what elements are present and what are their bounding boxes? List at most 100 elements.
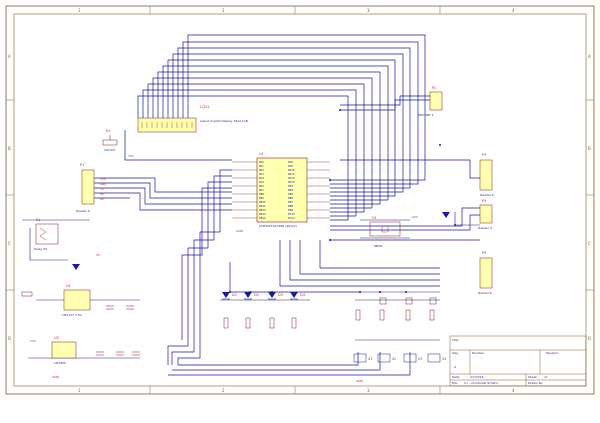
reg2-body [51,341,77,359]
mcu-pin-r10: PB7 [288,200,293,204]
pot-ref: R1 [106,129,111,133]
mcu-pin-l9: PB1 [259,196,264,200]
mcu-pin-l10: PB10 [259,200,266,204]
header-left: P1 Header 5 3V3 GND TX RX 5V [76,163,106,213]
led-1-ref: D1 [232,293,237,297]
potentiometer: R1 10k Pot [102,129,118,152]
mcu-pin-l1: PA1 [259,164,264,168]
file-label: File: [452,381,458,385]
switch-4-ref: S4 [442,357,447,361]
title-block [449,335,587,387]
mcu-pin-l6: PA6 [259,184,264,188]
mcu-pin-r14: PC14 [288,216,295,220]
row-label-d: D [8,336,11,341]
header-r3-ref: P5 [482,251,486,255]
date-value: 2/7/2016 [470,375,484,379]
mcu-pin-r13: PC13 [288,212,295,216]
revision-label: Revision [546,351,559,355]
led-status [72,264,80,270]
mcu-ref: U1 [259,152,264,156]
reg1-body [63,289,91,311]
header-r2-ref: P4 [482,199,487,203]
col-label-2b: 2 [222,388,225,393]
col-label-2: 2 [222,8,225,13]
col-label-4b: 4 [512,388,515,393]
mcu-pin-l14: PB14 [259,216,266,220]
row-label-c-r: C [588,241,591,246]
net-label-5v: 5V [96,253,101,257]
header-left-pin-3: TX [99,187,104,191]
header-r2-part: Header 4 [478,226,492,230]
col-label-3: 3 [367,8,370,13]
mcu-pins-left: PA0 PA1 PA2 PA3 PA4 PA5 PA6 PA7 PB0 PB1 … [259,160,266,220]
mcu-pin-r0: PA8 [288,160,293,164]
row-label-d-r: D [588,336,591,341]
relay-body [35,223,59,245]
mcu-pin-r12: PB9 [288,208,293,212]
header-r3-part: Header 6 [478,291,492,295]
switch-4: S4 [427,353,447,363]
mcu-pin-l2: PA2 [259,168,264,172]
switch-2-ref: S2 [392,357,396,361]
header-r1-part: Header 6 [480,193,494,197]
led-2: D2 [244,292,259,300]
reg2-ref: U3 [54,336,59,340]
file-value: C:\...\Controller.SchDoc [464,381,499,385]
mcu-pin-r4: PA12 [288,176,295,180]
net-labels: 3V3 GND 5V VCC 12V GND GND [30,154,418,383]
mcu-pin-r1: PA9 [288,164,293,168]
mcu-pin-l12: PB12 [259,208,266,212]
sheet-border [5,5,595,395]
crystal-ref: Y1 [372,216,376,220]
net-label-3v3: 3V3 [128,154,134,158]
net-label-12v: 12V [30,339,37,343]
row-label-c: C [8,241,11,246]
lcd-module: LCD1 Liquid Crystal Display 16x2 LCD [137,105,249,133]
regulator-2: U3 LM7805 [51,336,77,365]
row-label-b-r: B [588,146,591,151]
reg2-part: LM7805 [54,361,66,365]
header-right-1: P3 Header 6 [479,153,494,197]
col-label-1: 1 [78,8,81,13]
mcu-pin-r9: PB6 [288,196,293,200]
mcu-pin-l4: PA4 [259,176,264,180]
reg1-ref: U2 [66,284,71,288]
led-4-ref: D4 [300,293,306,297]
switch-1: S1 [353,353,372,363]
mcu-pins-right: PA8 PA9 PA10 PA11 PA12 PA15 PB3 PB4 PB5 … [288,160,295,220]
lcd-part: Liquid Crystal Display 16x2 LCD [200,119,249,123]
regulator-1: U2 LM1117 3.3V [62,284,91,317]
relay-ref: K1 [36,218,41,222]
header-tr-part: HEADER 4 [418,113,433,117]
date-label: Date: [452,375,460,379]
reg1-part: LM1117 3.3V [62,313,83,317]
mcu-pin-r8: PB5 [288,192,293,196]
header-left-pin-4: RX [100,192,104,196]
switch-1-ref: S1 [368,357,372,361]
led-3: D3 [268,292,283,300]
zone-ticks [6,6,594,394]
header-right-2: P4 Header 4 [478,199,493,230]
mcu-pin-l0: PA0 [259,160,264,164]
relay-part: Relay 5V [34,247,48,251]
crystal-body [369,221,401,237]
col-label-1b: 1 [78,388,81,393]
title-block-text: Title Size Number Revision A Date: 2/7/2… [451,338,559,385]
mcu-pin-r11: PB8 [288,204,293,208]
wire-bundle-top [137,34,426,221]
row-label-a: A [8,54,11,59]
mcu-pin-r7: PB4 [288,188,293,192]
relay: K1 Relay 5V [34,218,59,251]
mcu-pin-l5: PA5 [259,180,264,184]
row-label-a-r: A [588,54,591,59]
mcu-pin-l11: PB11 [259,204,266,208]
net-label-gnd-2: GND [356,379,364,383]
number-label: Number [472,351,485,355]
junctions [229,109,456,293]
header-tr-body [429,91,443,111]
mcu-body [256,157,308,223]
header-top-right: P2 HEADER 4 [418,86,443,117]
wire-lcd [94,95,480,241]
switches: S1 S2 S3 S4 [353,353,447,363]
mcu-pin-l13: PB13 [259,212,266,216]
